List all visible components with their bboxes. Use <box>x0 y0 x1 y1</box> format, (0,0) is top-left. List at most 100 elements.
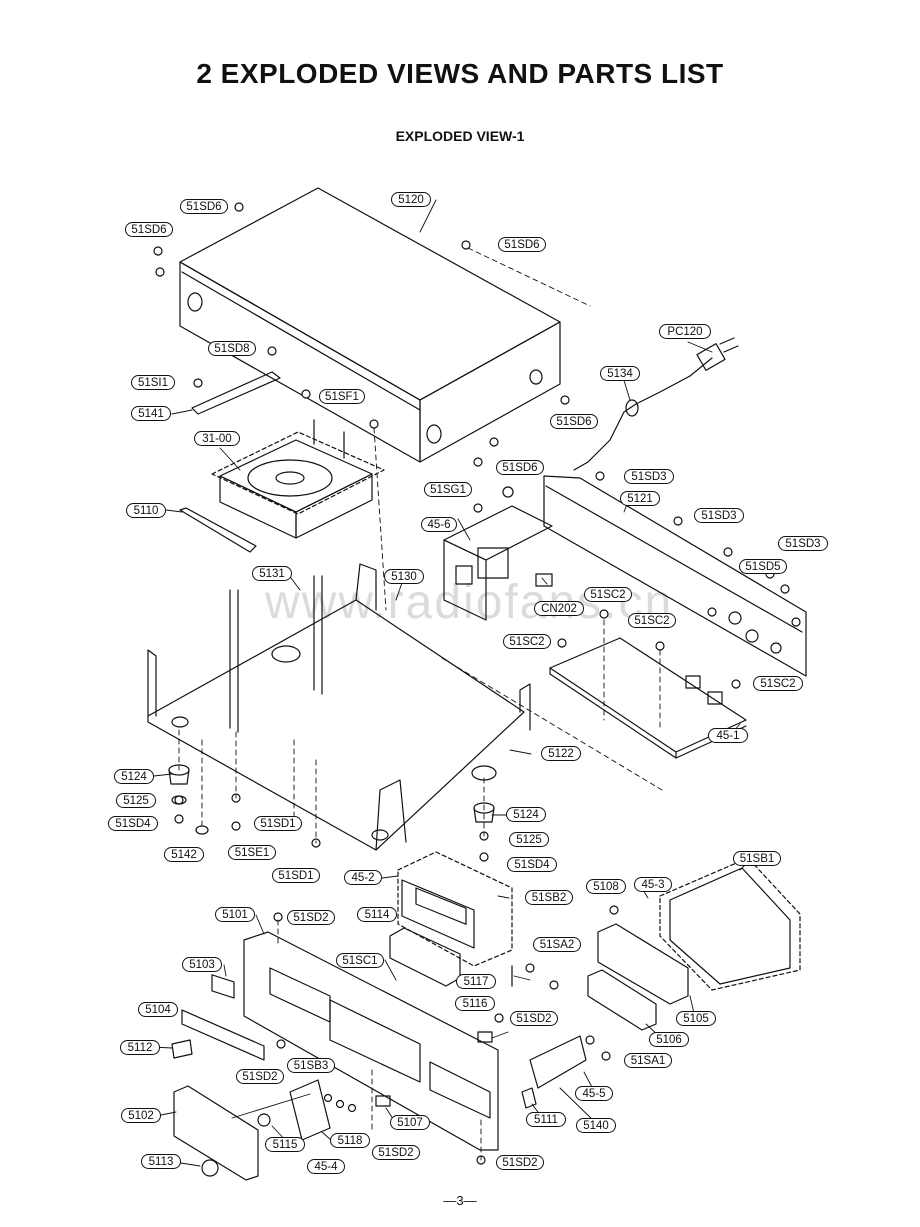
part-label: 51SD2 <box>372 1145 420 1160</box>
part-label: 51SD2 <box>510 1011 558 1026</box>
part-label: PC120 <box>659 324 711 339</box>
part-label: 51SD1 <box>272 868 320 883</box>
part-label: 5130 <box>384 569 424 584</box>
part-label: 5124 <box>506 807 546 822</box>
part-label: 45-2 <box>344 870 382 885</box>
part-label: 51SD6 <box>498 237 546 252</box>
feet <box>168 764 495 835</box>
part-label: 5117 <box>456 974 496 989</box>
part-label: 51SI1 <box>131 375 175 390</box>
power-cord <box>573 337 739 471</box>
part-label: 5104 <box>138 1002 178 1017</box>
part-label: 51SC2 <box>628 613 676 628</box>
part-label: 5115 <box>265 1137 305 1152</box>
part-label: 51SA2 <box>533 937 581 952</box>
part-label: 51SC2 <box>584 587 632 602</box>
front-panel-5101 <box>243 931 499 1151</box>
part-label: 5101 <box>215 907 255 922</box>
part-label: 45-3 <box>634 877 672 892</box>
part-5107 <box>375 1095 391 1107</box>
knob-5113 <box>201 1159 219 1177</box>
part-label: 51SD3 <box>624 469 674 484</box>
part-label: 5125 <box>116 793 156 808</box>
lens-5103 <box>211 974 235 999</box>
part-label: 5118 <box>330 1133 370 1148</box>
part-label: 5131 <box>252 566 292 581</box>
part-label: 5122 <box>541 746 581 761</box>
button-set-5106 <box>587 969 657 1031</box>
chassis-5122 <box>147 563 531 851</box>
part-label: 5111 <box>526 1112 566 1127</box>
display-board-452 <box>397 851 513 967</box>
part-label: 51SD2 <box>236 1069 284 1084</box>
strip-5110 <box>179 507 257 553</box>
part-5108 <box>609 905 619 915</box>
part-label: 5142 <box>164 847 204 862</box>
part-label: 5120 <box>391 192 431 207</box>
part-label: 51SG1 <box>424 482 472 497</box>
bracket-5141 <box>191 371 281 415</box>
button-set-5105 <box>597 923 689 1005</box>
page-number: —3— <box>443 1193 477 1208</box>
cd-mechanism-3100 <box>211 419 385 539</box>
part-label: 51SC1 <box>336 953 384 968</box>
part-label: 51SD5 <box>739 559 787 574</box>
page-title: 2 EXPLODED VIEWS AND PARTS LIST <box>196 58 724 89</box>
part-label: 5113 <box>141 1154 181 1169</box>
button-board-453 <box>659 857 801 991</box>
cover-5102 <box>173 1085 259 1181</box>
part-5115 <box>257 1113 271 1127</box>
part-label: 5102 <box>121 1108 161 1123</box>
part-label: 51SE1 <box>228 845 276 860</box>
part-label: 51SD6 <box>496 460 544 475</box>
part-label: 45-4 <box>307 1159 345 1174</box>
part-label: 5105 <box>676 1011 716 1026</box>
power-board-456 <box>443 505 553 621</box>
part-label: 51SD4 <box>108 816 158 831</box>
board-454 <box>289 1079 331 1141</box>
part-label: 45-5 <box>575 1086 613 1101</box>
part-5111 <box>521 1087 537 1109</box>
part-label: 51SF1 <box>319 389 365 404</box>
part-label: 5110 <box>126 503 166 518</box>
part-label: 51SA1 <box>624 1053 672 1068</box>
part-label: 51SD8 <box>208 341 256 356</box>
jack-board-455 <box>529 1035 587 1089</box>
part-label: 51SD4 <box>507 857 557 872</box>
part-label: 31-00 <box>194 431 240 446</box>
part-label: 51SD6 <box>125 222 173 237</box>
part-label: 5103 <box>182 957 222 972</box>
part-label: 51SD3 <box>694 508 744 523</box>
part-label: 5114 <box>357 907 397 922</box>
part-label: 51SB3 <box>287 1058 335 1073</box>
part-label: 5116 <box>455 996 495 1011</box>
part-label: 5107 <box>390 1115 430 1130</box>
part-label: 5108 <box>586 879 626 894</box>
part-label: 5106 <box>649 1032 689 1047</box>
part-5116 <box>477 1031 493 1043</box>
window-5104 <box>181 1009 265 1061</box>
part-label: 51SD6 <box>550 414 598 429</box>
part-label: 5125 <box>509 832 549 847</box>
part-label: 45-6 <box>421 517 457 532</box>
watermark: www.radiofans.cn <box>265 576 674 629</box>
part-label: 51SD3 <box>778 536 828 551</box>
part-label: 5141 <box>131 406 171 421</box>
part-label: CN202 <box>534 601 584 616</box>
part-label: 51SD1 <box>254 816 302 831</box>
part-label: 5134 <box>600 366 640 381</box>
part-label: 51SD2 <box>287 910 335 925</box>
part-label: 51SD2 <box>496 1155 544 1170</box>
knob-5112 <box>171 1039 193 1059</box>
part-label: 51SD6 <box>180 199 228 214</box>
leader-lines <box>178 247 663 1161</box>
part-label: 51SB1 <box>733 851 781 866</box>
part-label: 5140 <box>576 1118 616 1133</box>
part-label: 5112 <box>120 1040 160 1055</box>
diagram-subtitle: EXPLODED VIEW-1 <box>395 128 525 144</box>
part-label: 45-1 <box>708 728 748 743</box>
part-label: 51SC2 <box>503 634 551 649</box>
part-label: 51SB2 <box>525 890 573 905</box>
screws <box>153 202 801 1165</box>
